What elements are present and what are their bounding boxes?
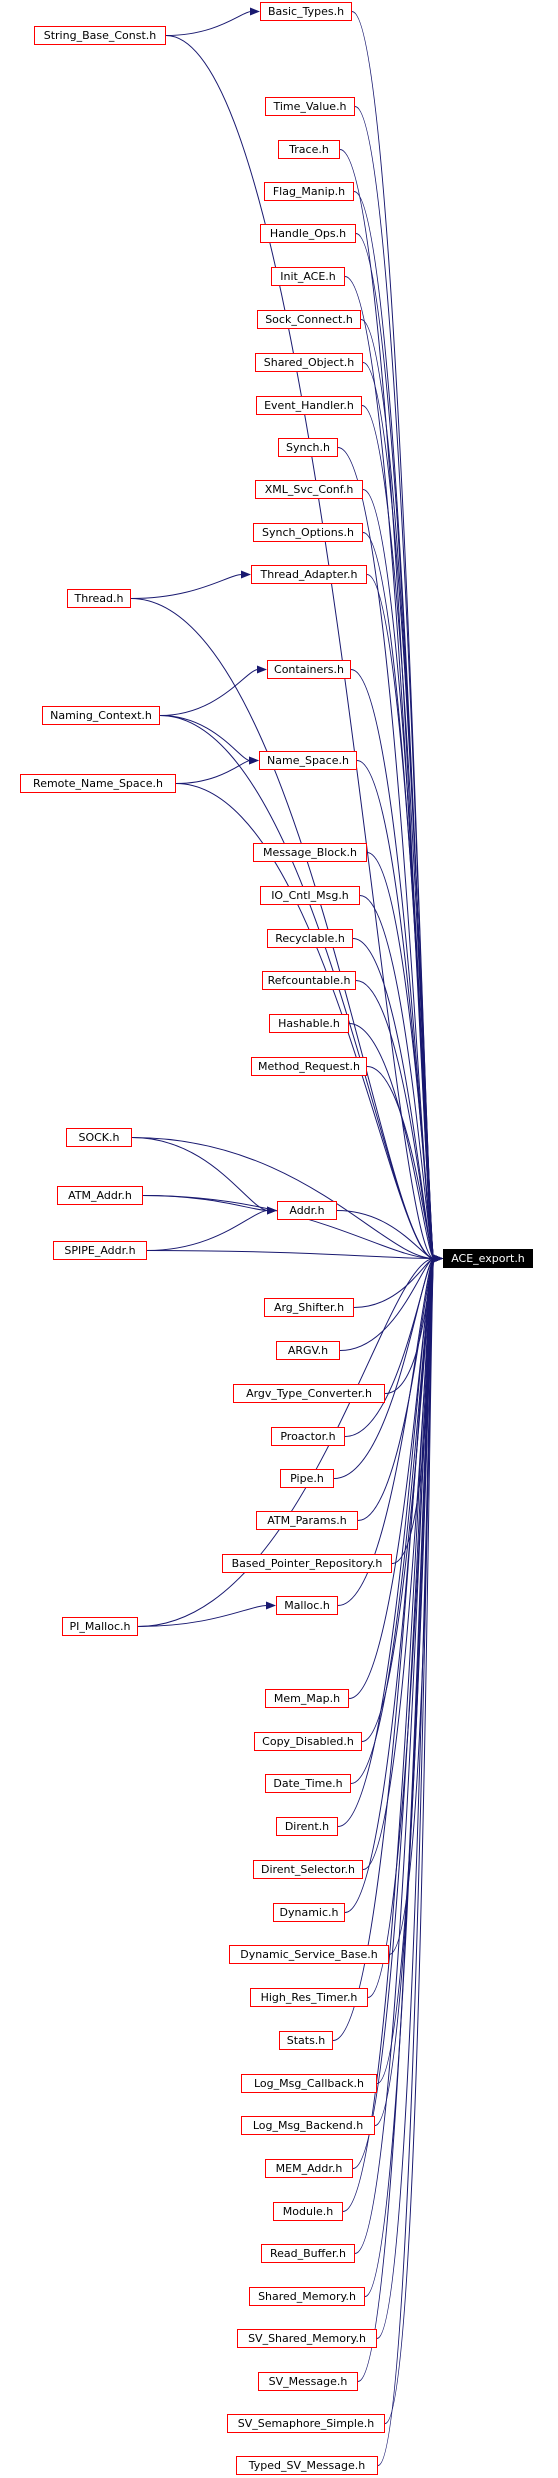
edge-typed_sv_message-to-ace_export xyxy=(377,1258,435,2466)
edge-flag_manip-to-ace_export xyxy=(353,191,435,1259)
edge-thread_adapter-to-ace_export xyxy=(366,574,435,1259)
edge-io_cntl_msg-to-ace_export xyxy=(359,895,435,1259)
arrowhead-pi_malloc-to-malloc xyxy=(266,1601,276,1610)
node-sv-shared-memory[interactable]: SV_Shared_Memory.h xyxy=(237,2329,377,2348)
node-name-space[interactable]: Name_Space.h xyxy=(259,751,357,770)
arrowhead-string_base_const-to-basic_types xyxy=(250,7,260,16)
node-string-base-const[interactable]: String_Base_Const.h xyxy=(34,26,166,45)
node-basic-types[interactable]: Basic_Types.h xyxy=(260,2,352,21)
node-sv-message[interactable]: SV_Message.h xyxy=(258,2372,358,2391)
arrowhead-remote_name_space-to-name_space xyxy=(249,756,259,765)
node-arg-shifter[interactable]: Arg_Shifter.h xyxy=(264,1298,354,1317)
edge-sock-to-addr xyxy=(131,1137,269,1211)
node-xml-svc-conf[interactable]: XML_Svc_Conf.h xyxy=(255,480,363,499)
node-init-ace[interactable]: Init_ACE.h xyxy=(271,267,345,286)
node-date-time[interactable]: Date_Time.h xyxy=(265,1774,351,1793)
node-time-value[interactable]: Time_Value.h xyxy=(265,97,355,116)
node-event-handler[interactable]: Event_Handler.h xyxy=(256,396,362,415)
node-mem-addr[interactable]: MEM_Addr.h xyxy=(265,2159,353,2178)
node-sock-connect[interactable]: Sock_Connect.h xyxy=(257,310,361,329)
node-malloc[interactable]: Malloc.h xyxy=(276,1596,338,1615)
node-thread-adapter[interactable]: Thread_Adapter.h xyxy=(251,565,367,584)
node-trace[interactable]: Trace.h xyxy=(278,140,340,159)
node-log-msg-callback[interactable]: Log_Msg_Callback.h xyxy=(241,2074,377,2093)
node-pi-malloc[interactable]: PI_Malloc.h xyxy=(62,1617,138,1636)
node-atm-params[interactable]: ATM_Params.h xyxy=(256,1511,358,1530)
node-read-buffer[interactable]: Read_Buffer.h xyxy=(261,2244,355,2263)
edge-naming_context-to-name_space xyxy=(159,715,251,761)
node-argv[interactable]: ARGV.h xyxy=(276,1341,340,1360)
edge-string_base_const-to-basic_types xyxy=(165,11,252,36)
node-remote-name-space[interactable]: Remote_Name_Space.h xyxy=(20,774,176,793)
node-thread[interactable]: Thread.h xyxy=(67,589,131,608)
edge-arg_shifter-to-ace_export xyxy=(353,1258,435,1308)
node-flag-manip[interactable]: Flag_Manip.h xyxy=(264,182,354,201)
arrowhead-naming_context-to-containers xyxy=(257,665,267,674)
edge-module-to-ace_export xyxy=(342,1258,435,2212)
edge-spipe_addr-to-ace_export xyxy=(146,1250,435,1259)
node-dynamic-service-base[interactable]: Dynamic_Service_Base.h xyxy=(229,1945,389,1964)
node-containers[interactable]: Containers.h xyxy=(267,660,351,679)
node-handle-ops[interactable]: Handle_Ops.h xyxy=(260,224,356,243)
node-atm-addr[interactable]: ATM_Addr.h xyxy=(57,1186,143,1205)
edge-sock_connect-to-ace_export xyxy=(360,319,435,1259)
node-proactor[interactable]: Proactor.h xyxy=(271,1427,345,1446)
edge-shared_object-to-ace_export xyxy=(362,362,435,1259)
edge-string_base_const-to-ace_export xyxy=(165,35,435,1259)
node-io-cntl-msg[interactable]: IO_Cntl_Msg.h xyxy=(260,886,360,905)
node-method-request[interactable]: Method_Request.h xyxy=(251,1057,367,1076)
edge-message_block-to-ace_export xyxy=(366,852,435,1259)
node-naming-context[interactable]: Naming_Context.h xyxy=(42,706,160,725)
node-typed-sv-message[interactable]: Typed_SV_Message.h xyxy=(236,2456,378,2475)
edge-addr-to-ace_export xyxy=(336,1210,435,1259)
node-dirent-selector[interactable]: Dirent_Selector.h xyxy=(253,1860,363,1879)
edge-thread-to-thread_adapter xyxy=(130,574,243,599)
edge-atm_addr-to-ace_export xyxy=(142,1195,435,1259)
node-stats[interactable]: Stats.h xyxy=(279,2031,333,2050)
node-dirent[interactable]: Dirent.h xyxy=(276,1817,338,1836)
node-pipe[interactable]: Pipe.h xyxy=(280,1469,334,1488)
edge-remote_name_space-to-name_space xyxy=(175,760,251,784)
node-shared-memory[interactable]: Shared_Memory.h xyxy=(249,2287,365,2306)
edge-hashable-to-ace_export xyxy=(348,1023,435,1259)
edge-pi_malloc-to-malloc xyxy=(137,1605,268,1627)
node-dynamic[interactable]: Dynamic.h xyxy=(273,1903,345,1922)
node-module[interactable]: Module.h xyxy=(273,2202,343,2221)
node-mem-map[interactable]: Mem_Map.h xyxy=(265,1689,349,1708)
edge-sock-to-ace_export xyxy=(131,1137,435,1259)
edge-method_request-to-ace_export xyxy=(366,1066,435,1259)
node-log-msg-backend[interactable]: Log_Msg_Backend.h xyxy=(241,2116,375,2135)
arrowhead-thread-to-thread_adapter xyxy=(241,570,251,579)
node-shared-object[interactable]: Shared_Object.h xyxy=(255,353,363,372)
edge-spipe_addr-to-addr xyxy=(146,1210,269,1251)
edge-malloc-to-ace_export xyxy=(337,1258,435,1606)
edge-sv_message-to-ace_export xyxy=(357,1258,435,2382)
edge-read_buffer-to-ace_export xyxy=(354,1258,435,2254)
node-argv-type-converter[interactable]: Argv_Type_Converter.h xyxy=(233,1384,385,1403)
node-ace-export[interactable]: ACE_export.h xyxy=(443,1249,533,1268)
edge-argv-to-ace_export xyxy=(339,1258,435,1351)
edge-naming_context-to-containers xyxy=(159,669,259,716)
node-recyclable[interactable]: Recyclable.h xyxy=(267,929,353,948)
node-sv-semaphore-simple[interactable]: SV_Semaphore_Simple.h xyxy=(227,2414,385,2433)
node-high-res-timer[interactable]: High_Res_Timer.h xyxy=(250,1988,368,2007)
node-synch-options[interactable]: Synch_Options.h xyxy=(253,523,363,542)
node-message-block[interactable]: Message_Block.h xyxy=(253,843,367,862)
node-hashable[interactable]: Hashable.h xyxy=(269,1014,349,1033)
arrowhead-typed_sv_message-to-ace_export xyxy=(433,1254,443,1263)
node-addr[interactable]: Addr.h xyxy=(277,1201,337,1220)
node-copy-disabled[interactable]: Copy_Disabled.h xyxy=(254,1732,362,1751)
node-based-pointer-repository[interactable]: Based_Pointer_Repository.h xyxy=(222,1554,392,1573)
node-refcountable[interactable]: Refcountable.h xyxy=(262,971,356,990)
node-spipe-addr[interactable]: SPIPE_Addr.h xyxy=(53,1241,147,1260)
arrowhead-spipe_addr-to-addr xyxy=(267,1206,277,1215)
node-sock[interactable]: SOCK.h xyxy=(66,1128,132,1147)
node-synch[interactable]: Synch.h xyxy=(278,438,338,457)
edge-dirent-to-ace_export xyxy=(337,1258,435,1827)
edge-pipe-to-ace_export xyxy=(333,1258,435,1479)
